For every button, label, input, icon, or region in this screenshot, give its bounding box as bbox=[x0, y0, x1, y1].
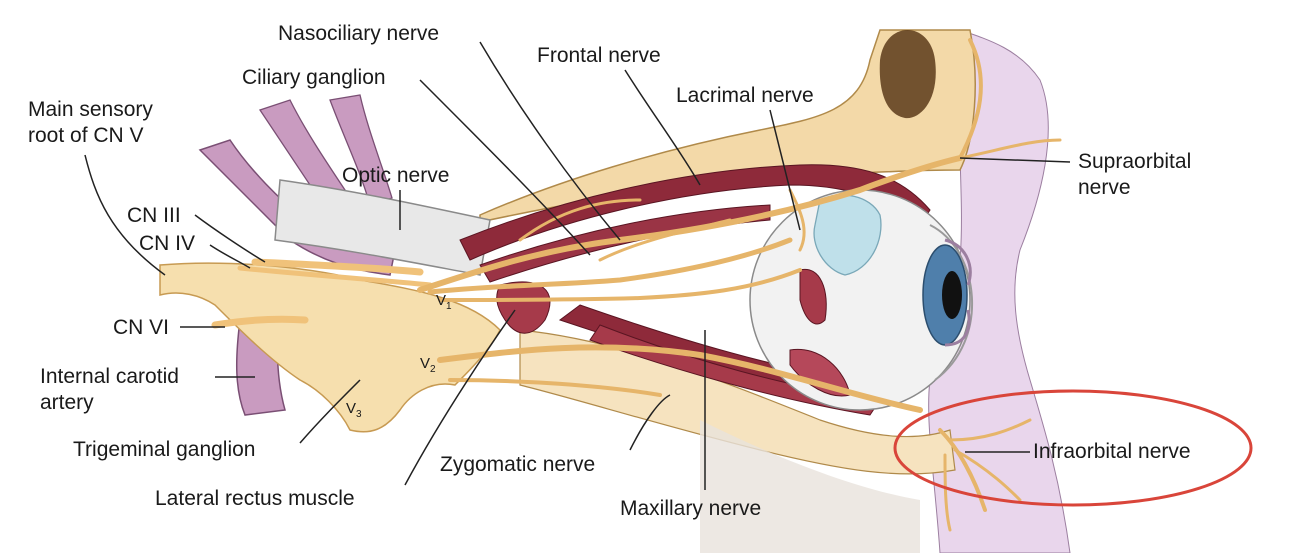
pupil bbox=[942, 271, 962, 319]
label-lacrimal-nerve: Lacrimal nerve bbox=[676, 84, 814, 107]
leader-lines bbox=[84, 41, 1071, 490]
nerve-branches bbox=[417, 38, 1062, 532]
leader-trigeminal bbox=[299, 379, 361, 444]
leader-lacrimal bbox=[769, 109, 801, 231]
leader-zygomatic bbox=[629, 394, 671, 451]
leader-cn4 bbox=[209, 244, 251, 269]
maxillary-bone-shadow bbox=[700, 420, 920, 553]
label-cn6: CN VI bbox=[113, 316, 170, 339]
label-internal-carotid-line1: Internal carotid bbox=[40, 365, 179, 388]
label-nasociliary-nerve: Nasociliary nerve bbox=[278, 22, 440, 45]
artery-branch-2 bbox=[329, 94, 393, 206]
label-optic-nerve: Optic nerve bbox=[342, 164, 450, 187]
cn3-strand bbox=[251, 258, 424, 276]
label-supraorbital-line1: Supraorbital bbox=[1078, 150, 1192, 173]
label-lateral-rectus-muscle: Lateral rectus muscle bbox=[155, 487, 355, 510]
frontal-sinus bbox=[879, 30, 936, 119]
label-ciliary-ganglion: Ciliary ganglion bbox=[242, 66, 386, 89]
label-trigeminal-ganglion: Trigeminal ganglion bbox=[73, 438, 256, 461]
leader-cn3 bbox=[194, 214, 266, 263]
muscle-on-eye bbox=[799, 268, 827, 325]
label-internal-carotid-line2: artery bbox=[40, 391, 94, 414]
label-v2: V2 bbox=[420, 355, 436, 375]
label-maxillary-nerve: Maxillary nerve bbox=[620, 497, 762, 520]
label-main-sensory-line2: root of CN V bbox=[28, 124, 144, 147]
label-infraorbital-nerve: Infraorbital nerve bbox=[1033, 440, 1191, 463]
label-v1: V1 bbox=[436, 292, 452, 312]
eyelid-lower bbox=[944, 309, 971, 347]
leader-lateral-rectus bbox=[404, 309, 516, 486]
eyelid-upper bbox=[944, 238, 972, 286]
label-zygomatic-nerve: Zygomatic nerve bbox=[440, 453, 596, 476]
leader-ciliary bbox=[419, 79, 591, 256]
label-cn3: CN III bbox=[127, 204, 181, 227]
label-cn4: CN IV bbox=[139, 232, 196, 255]
cn6-strand bbox=[211, 315, 309, 329]
label-supraorbital-line2: nerve bbox=[1078, 176, 1131, 199]
leader-main-sensory bbox=[84, 154, 166, 276]
leader-frontal bbox=[624, 69, 701, 186]
leader-nasociliary bbox=[479, 41, 621, 241]
label-frontal-nerve: Frontal nerve bbox=[537, 44, 661, 67]
lacrimal-gland bbox=[813, 194, 882, 276]
cn4-strand bbox=[237, 265, 433, 288]
label-main-sensory-line1: Main sensory bbox=[28, 98, 153, 121]
label-v3: V3 bbox=[346, 400, 362, 420]
leader-supraorbital bbox=[959, 157, 1071, 163]
cornea bbox=[929, 224, 974, 381]
highlight-circle bbox=[893, 389, 1253, 507]
optic-nerve-shape bbox=[274, 179, 491, 276]
